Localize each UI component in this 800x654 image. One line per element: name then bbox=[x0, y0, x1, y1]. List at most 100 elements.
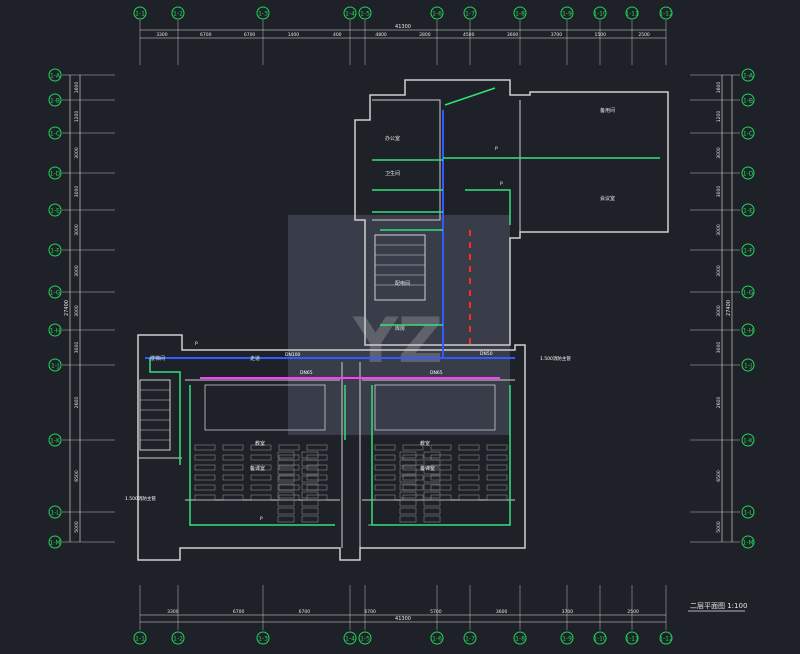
locker-mark bbox=[399, 475, 417, 483]
locker-mark bbox=[301, 459, 319, 467]
pipe-note: 1.500消防主管 bbox=[540, 355, 571, 362]
locker-mark bbox=[301, 499, 319, 507]
desk-mark bbox=[194, 474, 216, 481]
dimension-value: 2500 bbox=[638, 32, 650, 38]
locker-mark bbox=[399, 507, 417, 515]
locker-mark bbox=[399, 451, 417, 459]
desk-mark bbox=[306, 444, 328, 451]
desk-mark bbox=[486, 484, 508, 491]
desk-mark bbox=[458, 454, 480, 461]
axis-bubble bbox=[593, 631, 607, 645]
dimension-value: 3000 bbox=[74, 186, 80, 198]
axis-bubble bbox=[48, 243, 62, 257]
axis-label: 1-G bbox=[743, 290, 754, 297]
axis-bubble bbox=[593, 6, 607, 20]
desk-mark bbox=[458, 474, 480, 481]
axis-bubble bbox=[343, 6, 357, 20]
dimension-value: 2600 bbox=[74, 397, 80, 409]
axis-bubble bbox=[171, 6, 185, 20]
axis-bubble bbox=[358, 631, 372, 645]
dimension-value: 3600 bbox=[496, 609, 508, 615]
dimension-value: 1600 bbox=[716, 82, 722, 94]
axis-label: 1-M bbox=[742, 540, 753, 547]
axis-label: 1-J bbox=[744, 363, 752, 370]
dimension-value: 1600 bbox=[74, 82, 80, 94]
locker-mark bbox=[277, 499, 295, 507]
axis-bubble bbox=[741, 535, 755, 549]
locker-mark bbox=[423, 499, 441, 507]
desk-mark bbox=[458, 494, 480, 501]
dimension-value: 6700 bbox=[200, 32, 212, 38]
axis-label: 1-5 bbox=[360, 636, 370, 643]
axis-bubble bbox=[48, 323, 62, 337]
axis-bubble bbox=[430, 6, 444, 20]
axis-label: 1-K bbox=[50, 438, 61, 445]
axis-label: 1-4 bbox=[345, 636, 355, 643]
dimension-value: 3600 bbox=[507, 32, 519, 38]
axis-label: 1-H bbox=[743, 328, 754, 335]
axis-label: 1-11 bbox=[625, 636, 639, 643]
axis-label: 1-L bbox=[743, 510, 753, 517]
locker-mark bbox=[301, 475, 319, 483]
axis-bubble bbox=[741, 358, 755, 372]
dimension-value: 6700 bbox=[299, 609, 311, 615]
dimension-value: 6500 bbox=[716, 470, 722, 482]
desk-mark bbox=[486, 474, 508, 481]
pipe-network bbox=[145, 87, 660, 526]
axis-bubble bbox=[48, 358, 62, 372]
axis-bubble bbox=[625, 6, 639, 20]
desk-mark bbox=[430, 454, 452, 461]
axis-bubble bbox=[48, 166, 62, 180]
axis-bubble bbox=[560, 631, 574, 645]
desk-mark bbox=[222, 494, 244, 501]
desk-mark bbox=[222, 484, 244, 491]
dimension-value: 2500 bbox=[627, 609, 639, 615]
desk-mark bbox=[250, 464, 272, 471]
axis-bubble bbox=[256, 6, 270, 20]
locker-mark bbox=[277, 459, 295, 467]
desk-mark bbox=[458, 444, 480, 451]
axis-label: 1-3 bbox=[258, 11, 268, 18]
locker-mark bbox=[277, 507, 295, 515]
axis-bubble bbox=[133, 631, 147, 645]
room-label: 库房 bbox=[395, 325, 405, 332]
axis-bubble bbox=[48, 433, 62, 447]
desk-mark bbox=[430, 474, 452, 481]
axis-label: 1-F bbox=[50, 248, 60, 255]
room-label: 备课室 bbox=[250, 465, 265, 472]
room-label: 配电间 bbox=[395, 280, 410, 287]
dimension-value: 3000 bbox=[716, 147, 722, 159]
axis-bubble bbox=[48, 93, 62, 107]
axis-label: 1-2 bbox=[173, 11, 183, 18]
axis-label: 1-6 bbox=[432, 11, 442, 18]
axis-bubble bbox=[133, 6, 147, 20]
desk-mark bbox=[194, 494, 216, 501]
axis-bubble bbox=[741, 126, 755, 140]
desk-mark bbox=[430, 464, 452, 471]
dimension-value: 5000 bbox=[74, 521, 80, 533]
locker-mark bbox=[423, 483, 441, 491]
locker-mark bbox=[301, 491, 319, 499]
locker-mark bbox=[301, 507, 319, 515]
room-label: 教室 bbox=[420, 440, 430, 447]
drawing-title: 二层平面图 1:100 bbox=[690, 602, 747, 610]
watermark-text: YZ bbox=[352, 304, 443, 377]
desk-mark bbox=[430, 494, 452, 501]
axis-label: 1-B bbox=[50, 98, 60, 105]
desk-mark bbox=[250, 474, 272, 481]
pipe-note: DN65 bbox=[430, 370, 443, 376]
axis-bubble bbox=[741, 93, 755, 107]
axis-label: 1-K bbox=[743, 438, 754, 445]
room-labels: 备用间办公室卫生间会议室教室教室备课室备课室走道楼梯间库房配电间 bbox=[150, 107, 615, 472]
pipe-note: 1.500消防主管 bbox=[125, 495, 156, 502]
dimension-value: 2800 bbox=[419, 32, 431, 38]
desk-mark bbox=[222, 474, 244, 481]
axis-label: 1-12 bbox=[659, 11, 673, 18]
locker-mark bbox=[423, 451, 441, 459]
locker-mark bbox=[399, 483, 417, 491]
dimension-value: 4500 bbox=[463, 32, 475, 38]
desk-mark bbox=[458, 484, 480, 491]
axis-label: 1-G bbox=[50, 290, 61, 297]
axis-label: 1-10 bbox=[593, 11, 607, 18]
